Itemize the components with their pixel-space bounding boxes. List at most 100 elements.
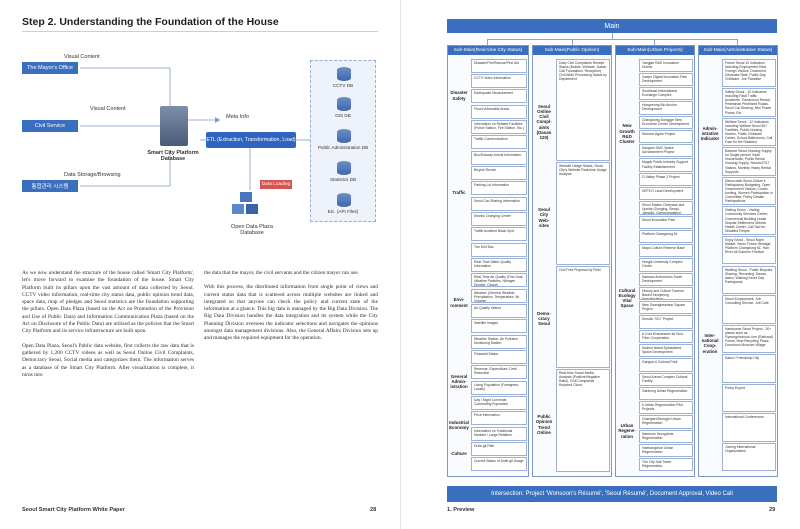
database-icon bbox=[337, 129, 351, 143]
db-label-gis: GIS DB bbox=[335, 113, 351, 118]
category-item: Current Status of Dulle-gil Usage bbox=[471, 457, 527, 472]
connector-line bbox=[572, 39, 573, 45]
category-item: Namsan Ammonium Tower Development bbox=[639, 272, 693, 286]
category-item: Balance Seoul-Housing Supply for Single-… bbox=[722, 147, 776, 176]
category-item: Seoul Employment, Job Consulting Service… bbox=[722, 295, 776, 324]
category-label: Urban Regene-ration bbox=[618, 423, 636, 439]
body-paragraph: the data that the mayor, the civil serva… bbox=[204, 270, 360, 276]
category-item: Joining International Organizations bbox=[722, 442, 776, 472]
category-item: Sangam DMC Space Advancement Project bbox=[639, 144, 693, 158]
page-heading: Step 2. Understanding the Foundation of … bbox=[22, 16, 279, 28]
db-label-cctv: CCTV DB bbox=[332, 83, 354, 88]
category-item: Handsome Seoul Project - 30+ places such… bbox=[722, 324, 776, 354]
category-item: International Conferences bbox=[722, 413, 776, 442]
visual-content-top-label: Visual Content bbox=[64, 54, 100, 60]
category-item: The City Hall Tower Regeneration bbox=[639, 458, 693, 472]
category-label: New Growth R&D Cluster bbox=[619, 123, 635, 144]
category-item: Sewoon Again Project bbox=[639, 129, 693, 144]
data-storage-label: Data Storage/Browsing bbox=[64, 172, 121, 178]
category-item: A Core Businesses for Non-Fiber Cooperat… bbox=[639, 329, 693, 343]
category-item: Garibong Urban Regeneration bbox=[639, 386, 693, 401]
db-label-etc: Etc. (API Files) bbox=[327, 209, 359, 214]
category-item: KEPCO Land Development bbox=[639, 186, 693, 201]
intersection-bar: Intersection: Project 'Wonsoon's Résumé'… bbox=[447, 486, 777, 502]
category-label: Culture bbox=[451, 450, 467, 456]
category-item: Weather (General Weather, Precipitation,… bbox=[471, 288, 527, 303]
category-item: Welfare Seoul - 12 Indicators including … bbox=[722, 117, 776, 147]
category-item: Seoul Innovation Park bbox=[639, 215, 693, 229]
sub-main-section: Sub-Main(Urban Projects)New Growth R&D C… bbox=[615, 45, 695, 477]
category-item: New Gwanghwamun Square Project bbox=[639, 301, 693, 315]
category-label: Traffic bbox=[452, 190, 466, 195]
diagram-connectors bbox=[80, 67, 310, 190]
category-item: Day / Night Commute, Commuting Populatio… bbox=[471, 395, 527, 411]
category-item: Southeast International Exchange Complex bbox=[639, 87, 693, 101]
category-item: Weather Station, Air Pollution Monitorin… bbox=[471, 334, 527, 349]
category-item: Living Population (Foreigners, Locals) bbox=[471, 380, 527, 395]
category-item: Magok Public Industry Support Facility E… bbox=[639, 158, 693, 172]
category-item: Namkum Yeongdeok Regeneration bbox=[639, 429, 693, 443]
database-icon bbox=[337, 161, 351, 175]
category-item: Changdong-Sanggye New Economic Center De… bbox=[639, 115, 693, 129]
category-item: Seoul Arena Complex Cultural Facility bbox=[639, 372, 693, 386]
footer-section-label: 1. Preview bbox=[447, 507, 475, 513]
category-item: Nodeul Island Specialized Space Developm… bbox=[639, 344, 693, 358]
civil-service-box: Civil Service bbox=[22, 120, 78, 132]
category-item: Changsin/Seongjin Urban Regeneration bbox=[639, 415, 693, 429]
sub-main-header: Sub-Main(Public Opinion) bbox=[533, 46, 611, 55]
connector-line bbox=[654, 39, 655, 45]
etl-box: ETL (Extraction, Transformation, Load) bbox=[206, 132, 296, 148]
category-item: Seoul Car-Sharing Information bbox=[471, 196, 527, 211]
body-paragraph: Open Data Plaza, Seoul's Public data web… bbox=[22, 342, 194, 378]
connector-line bbox=[737, 39, 738, 45]
category-item: Mapo Culture Reserve Base bbox=[639, 244, 693, 258]
database-icon bbox=[337, 97, 351, 111]
main-header-bar: Main bbox=[447, 19, 777, 33]
category-item: Website Usage Status, Seoul City's Websi… bbox=[556, 162, 610, 265]
category-item: Gangse-ri Cultural Park bbox=[639, 358, 693, 372]
data-foundation-diagram: Visual Content The Mayor's Office Visual… bbox=[20, 40, 380, 250]
category-item: Information on Traditional Markets / Lar… bbox=[471, 426, 527, 441]
category-item: Earthquake Measurement bbox=[471, 89, 527, 104]
body-paragraph: As we now understand the structure of th… bbox=[22, 270, 194, 335]
category-item: Future Seoul 10 Indicators including Emp… bbox=[722, 58, 776, 88]
category-item: Real-Time Air Quality (Fine Dust, Ultraf… bbox=[471, 273, 527, 288]
open-data-db-label: Open Data Plaza Database bbox=[231, 224, 273, 236]
category-label: Inter-national Coop-eration bbox=[701, 332, 719, 354]
body-text-column-1: As we now understand the structure of th… bbox=[22, 270, 194, 386]
category-item: Satellite Images bbox=[471, 319, 527, 334]
db-label-public-admin: Public Administration DB bbox=[317, 145, 369, 150]
body-text-column-2: the data that the mayor, the civil serva… bbox=[204, 270, 378, 350]
heading-divider bbox=[22, 31, 378, 32]
category-item: 5 Urban Regeneration Pilot Projects bbox=[639, 401, 693, 415]
integrated-system-box: 통합관리 시스템 bbox=[22, 180, 78, 192]
category-item: G-Valley Phase 2 Project bbox=[639, 172, 693, 186]
category-item: Revenue, Expenditure, Debt Reduction bbox=[471, 365, 527, 380]
category-item: Yangjae R&D Innovation District bbox=[639, 58, 693, 72]
category-item: Seoullo 7017 Project bbox=[639, 315, 693, 329]
category-item: Price Information bbox=[471, 411, 527, 426]
category-label: Industrial Economy bbox=[449, 420, 469, 431]
category-item: Disaster/Fire/Rescue/First Aid bbox=[471, 58, 527, 73]
category-item: Sabul / Friendship City bbox=[722, 354, 776, 383]
data-loading-box: Data Loading bbox=[260, 180, 292, 189]
category-item: Gaepo Digital Innovation Park Developmen… bbox=[639, 72, 693, 87]
category-item: CCTV Video Information bbox=[471, 73, 527, 89]
category-label: Seoul City Web-sites bbox=[538, 207, 550, 228]
category-item: Parking Lot Information bbox=[471, 181, 527, 196]
connector-line bbox=[487, 39, 488, 45]
body-paragraph: With this process, the distributed infor… bbox=[204, 284, 378, 342]
category-label: Cultural Ecology Vital Space bbox=[618, 287, 636, 309]
category-item: Civil Free Proposal by Field bbox=[556, 265, 610, 368]
category-item: Dulle-gil Path bbox=[471, 441, 527, 457]
meta-info-label: Meta Info bbox=[226, 114, 249, 120]
server-icon bbox=[160, 106, 188, 146]
category-item: Hongik University Complex Center bbox=[639, 258, 693, 272]
category-item: Enjoy Seoul - Seoul Night Market, Seoul … bbox=[722, 235, 776, 265]
visual-content-mid-label: Visual Content bbox=[90, 106, 126, 112]
connector-line bbox=[487, 39, 737, 40]
category-label: Demo-cracy Seoul bbox=[537, 310, 551, 327]
mayors-office-box: The Mayor's Office bbox=[22, 62, 78, 74]
category-item: Bicycle Rental bbox=[471, 165, 527, 181]
sub-main-section: Sub-Main(Public Opinion)Seoul Online Civ… bbox=[532, 45, 612, 477]
